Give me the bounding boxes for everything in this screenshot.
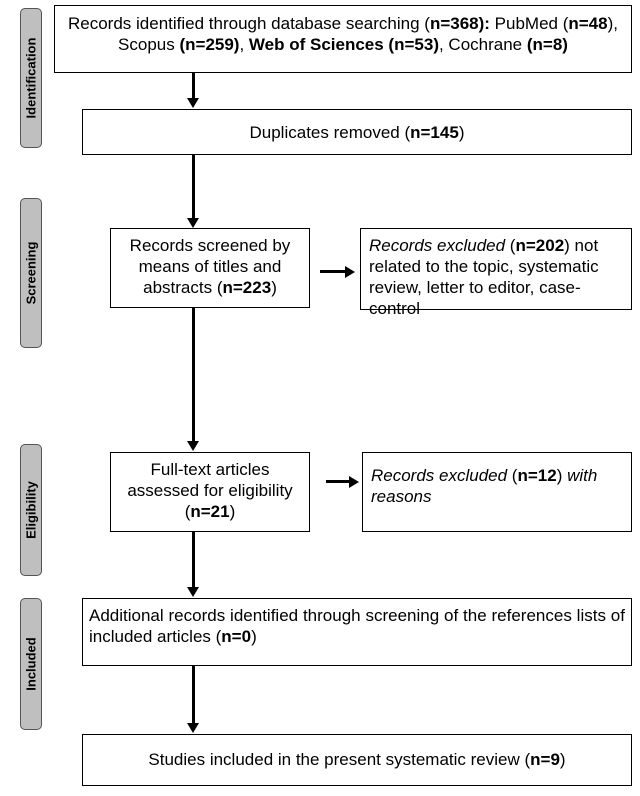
arrow-head: [187, 218, 199, 228]
arrow-head: [345, 266, 355, 278]
stage-eligibility: Eligibility: [20, 444, 42, 576]
stage-identification: Identification: [20, 8, 42, 148]
arrow-fulltext-to-additional: [192, 532, 195, 588]
arrow-duplicates-to-screened: [192, 155, 195, 219]
arrow-additional-to-included: [192, 666, 195, 724]
arrow-head: [187, 723, 199, 733]
arrow-head: [187, 98, 199, 108]
screened-box: Records screened by means of titles and …: [110, 228, 310, 308]
arrow-head: [187, 587, 199, 597]
arrow-fulltext-to-excluded: [326, 480, 350, 483]
arrow-screened-to-excluded: [320, 270, 346, 273]
arrow-head: [187, 441, 199, 451]
arrow-screened-to-fulltext: [192, 308, 195, 442]
identified-box: Records identified through database sear…: [54, 5, 632, 73]
excluded-screening-box: Records excluded (n=202) not related to …: [360, 228, 632, 318]
fulltext-box: Full-text articles assessed for eligibil…: [110, 452, 310, 532]
arrow-head: [349, 476, 359, 488]
stage-screening-label: Screening: [23, 241, 39, 305]
duplicates-box: Duplicates removed (n=145): [82, 109, 632, 155]
arrow-identified-to-duplicates: [192, 73, 195, 99]
stage-included: Included: [20, 598, 42, 730]
excluded-fulltext-box: Records excluded (n=12) with reasons: [362, 452, 632, 532]
stage-screening: Screening: [20, 198, 42, 348]
stage-eligibility-label: Eligibility: [23, 481, 39, 539]
stage-included-label: Included: [23, 637, 39, 691]
stage-identification-label: Identification: [23, 37, 39, 119]
additional-box: Additional records identified through sc…: [82, 598, 632, 666]
included-box: Studies included in the present systemat…: [82, 734, 632, 786]
